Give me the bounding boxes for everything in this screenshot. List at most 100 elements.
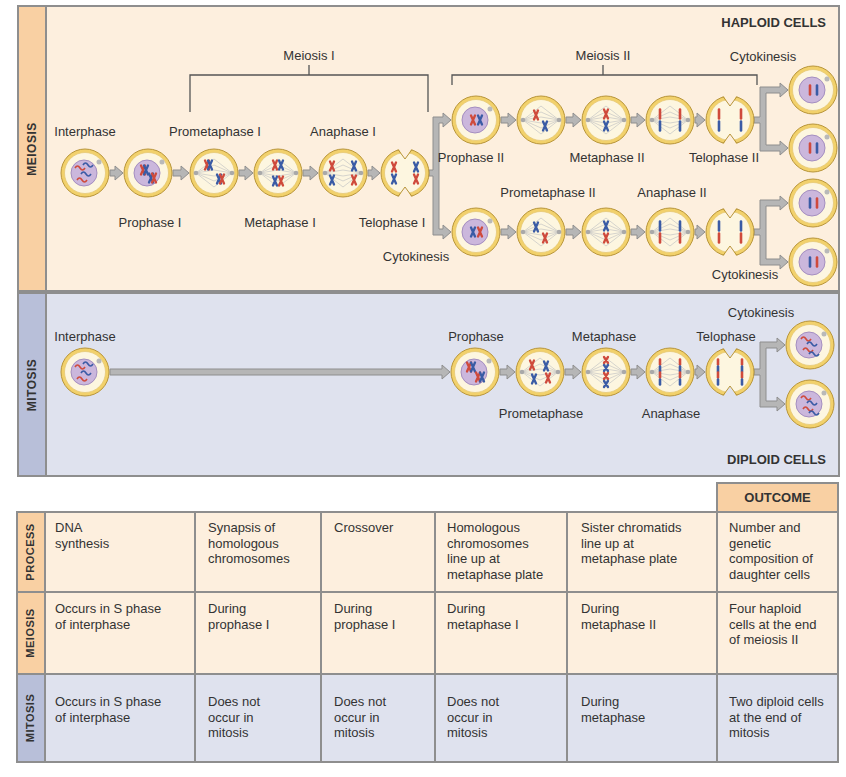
spindle-pole: [650, 118, 655, 123]
stage-label: Cytokinesis: [383, 249, 449, 265]
chromosome: [604, 234, 608, 243]
cell: [646, 348, 694, 396]
cytoplasm: [586, 212, 627, 253]
table-cell-text: Synapsis of homologous chromosomes: [208, 520, 318, 567]
cell-membrane: [706, 348, 754, 396]
spindle-pole: [557, 230, 562, 235]
chromosome: [816, 258, 819, 267]
cytoplasm: [790, 325, 831, 366]
stage-label: Interphase: [54, 329, 115, 345]
chromosome: [543, 122, 547, 131]
cell-membrane: [789, 124, 837, 172]
spindle-pole: [650, 230, 655, 235]
table-cell: [195, 592, 321, 674]
flow-arrow: [631, 365, 645, 379]
stage-label: Metaphase I: [244, 215, 316, 231]
chromosome: [741, 360, 744, 365]
stage-label: Cytokinesis: [712, 267, 778, 283]
chromosome: [544, 362, 548, 371]
cell-membrane: [582, 96, 630, 144]
cytoplasm: [650, 352, 691, 393]
cell-membrane: [789, 238, 837, 286]
chromosome: [679, 380, 682, 385]
centrosome: [97, 160, 102, 165]
cell-membrane: [452, 96, 500, 144]
cell: [517, 96, 565, 144]
chromosome: [809, 258, 812, 267]
chromosome: [679, 373, 682, 378]
table-header-cell: [717, 483, 838, 512]
flow-arrow: [239, 166, 253, 180]
cytoplasm: [323, 153, 364, 194]
chromosome: [532, 375, 536, 384]
flow-arrow: [631, 225, 645, 239]
cell: [124, 149, 172, 197]
cell-membrane: [786, 321, 834, 369]
chromosome: [679, 222, 682, 231]
cleavage-furrow: [398, 187, 412, 197]
cytoplasm: [194, 153, 235, 194]
table-cell-text: Occurs in S phase of interphase: [55, 694, 170, 725]
cell-membrane: [451, 348, 499, 396]
stage-label: Cytokinesis: [728, 305, 794, 321]
cell-membrane: [706, 96, 754, 144]
table-cell: [717, 592, 838, 674]
chromosome: [718, 110, 721, 119]
cell-membrane: [124, 149, 172, 197]
chromosome: [478, 116, 482, 125]
cell: [582, 96, 630, 144]
cell-membrane: [517, 96, 565, 144]
flow-arrow: [566, 225, 581, 239]
chromosome: [604, 357, 608, 363]
stage-label: Interphase: [54, 124, 115, 140]
chromosome: [740, 110, 743, 119]
table-row-band: [17, 512, 45, 592]
table-cell-text: Does not occur in mitosis: [334, 694, 414, 741]
chromatin: [83, 163, 93, 167]
chromosome: [659, 110, 662, 119]
section-title: MITOSIS: [25, 358, 40, 411]
process-band: MEIOSIS: [17, 5, 47, 292]
table-cell-text: During metaphase: [581, 694, 683, 725]
spindle-pole: [294, 171, 299, 176]
cells: [61, 66, 837, 428]
cell: [381, 148, 429, 198]
chromosome: [816, 86, 819, 95]
flow-arrow: [631, 113, 645, 127]
centrosome: [487, 359, 492, 364]
cleavage-furrow: [723, 95, 737, 106]
row-header: MEIOSIS: [23, 608, 39, 657]
table-cell-text: Crossover: [334, 520, 424, 536]
cell-membrane: [190, 149, 238, 197]
spindle-pole: [650, 370, 655, 375]
centrosome: [825, 249, 830, 254]
chromosome: [741, 373, 744, 378]
nucleus: [462, 219, 488, 245]
centrosome: [825, 190, 830, 195]
chromosome: [679, 122, 682, 131]
chromosome: [659, 380, 662, 385]
cell: [789, 238, 837, 286]
branch-arrow: [754, 196, 788, 269]
spindle-pole: [521, 118, 526, 123]
cell: [582, 348, 630, 396]
cell: [786, 321, 834, 369]
chromosome: [543, 234, 547, 243]
spindle: [523, 106, 559, 134]
cell: [190, 149, 238, 197]
spindle-pole: [686, 370, 691, 375]
chromosome: [414, 175, 418, 184]
cell: [706, 207, 754, 257]
cell-membrane: [786, 380, 834, 428]
stage-label: Anaphase I: [310, 124, 376, 140]
spindle-pole: [586, 118, 591, 123]
centrosome: [160, 160, 165, 165]
chromosome: [546, 374, 550, 383]
chromosome: [604, 110, 608, 119]
chromatin: [75, 166, 85, 170]
spindle: [652, 218, 688, 246]
chromosome: [392, 163, 396, 172]
cytoplasm: [128, 153, 169, 194]
chromosome: [809, 199, 812, 208]
chromosome: [659, 373, 662, 378]
